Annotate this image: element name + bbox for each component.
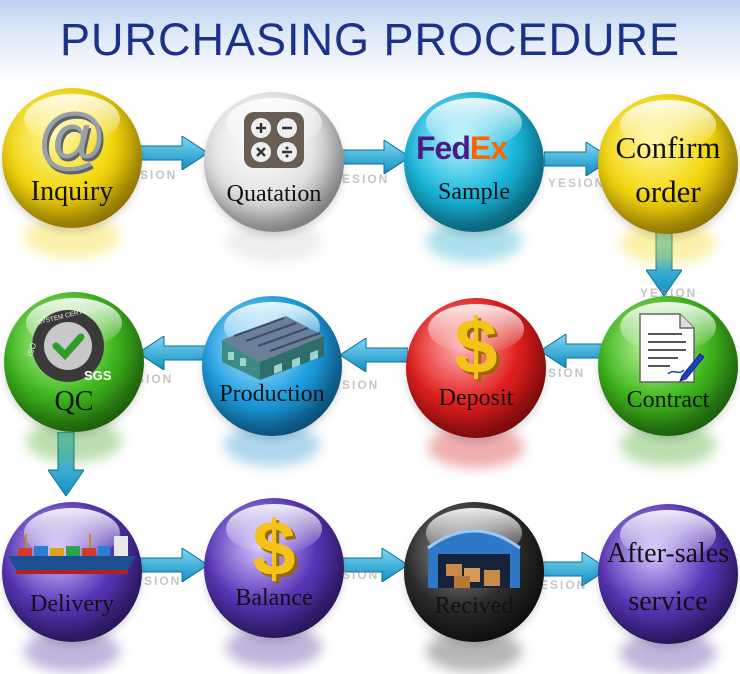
arrow-deposit-to-production xyxy=(339,338,408,372)
step-label: QC xyxy=(54,386,94,417)
title-banner xyxy=(0,0,740,82)
step-label: Balance xyxy=(235,585,313,611)
step-label: Production xyxy=(219,381,325,407)
dollar-sign-icon: $ xyxy=(454,302,498,390)
at-sign-icon: @ xyxy=(36,99,108,177)
step-recived: Recived xyxy=(404,502,544,672)
arrow-production-to-qc xyxy=(137,336,206,370)
step-contract: Contract xyxy=(598,296,738,466)
arrow-confirm-to-contract xyxy=(646,232,682,296)
step-label: Confirm order xyxy=(615,130,721,209)
sgs-certification-icon: SYSTEM CERTIFICATION ISO SGS xyxy=(25,306,114,383)
step-label: Contract xyxy=(626,387,710,413)
warehouse-icon xyxy=(427,529,521,588)
arrow-recived-to-aftersales xyxy=(540,552,609,586)
page-title: PURCHASING PROCEDURE xyxy=(59,14,681,65)
step-label: Inquiry xyxy=(30,176,114,207)
arrow-inquiry-to-quatation xyxy=(140,136,209,170)
step-after-sales-service: After-sales service xyxy=(598,504,738,674)
arrow-quatation-to-sample xyxy=(342,140,411,174)
fedex-logo-icon: FedEx xyxy=(416,130,508,166)
arrow-balance-to-recived xyxy=(340,548,409,582)
step-balance: $ Balance xyxy=(204,498,344,668)
svg-text:SGS: SGS xyxy=(84,368,112,383)
step-label: Quatation xyxy=(226,181,322,207)
arrow-delivery-to-balance xyxy=(140,548,209,582)
step-sample: FedEx Sample xyxy=(404,92,544,262)
watermark: YESION xyxy=(530,578,588,592)
step-confirm-order: Confirm order xyxy=(598,94,738,264)
cargo-ship-icon xyxy=(8,534,136,574)
svg-text:ISO: ISO xyxy=(25,342,38,358)
step-inquiry: @ Inquiry xyxy=(2,88,142,258)
step-label: Sample xyxy=(438,179,510,205)
step-quatation: Quatation xyxy=(204,92,344,262)
watermark: YESION xyxy=(548,176,606,190)
watermark: YESION xyxy=(332,172,390,186)
step-qc: SYSTEM CERTIFICATION ISO SGS QC xyxy=(4,292,144,462)
step-label: After-sales service xyxy=(606,538,730,617)
step-delivery: Delivery xyxy=(2,502,142,672)
step-deposit: $ Deposit xyxy=(406,298,546,468)
step-label: Recived xyxy=(434,593,514,619)
arrow-qc-to-delivery xyxy=(48,432,84,496)
step-production: Production xyxy=(202,296,342,466)
dollar-sign-icon: $ xyxy=(252,504,296,592)
factory-building-icon xyxy=(222,316,324,380)
contract-document-icon xyxy=(639,313,704,383)
step-label: Deposit xyxy=(438,385,514,411)
step-label: Delivery xyxy=(30,591,114,617)
calculator-icon xyxy=(244,112,304,168)
